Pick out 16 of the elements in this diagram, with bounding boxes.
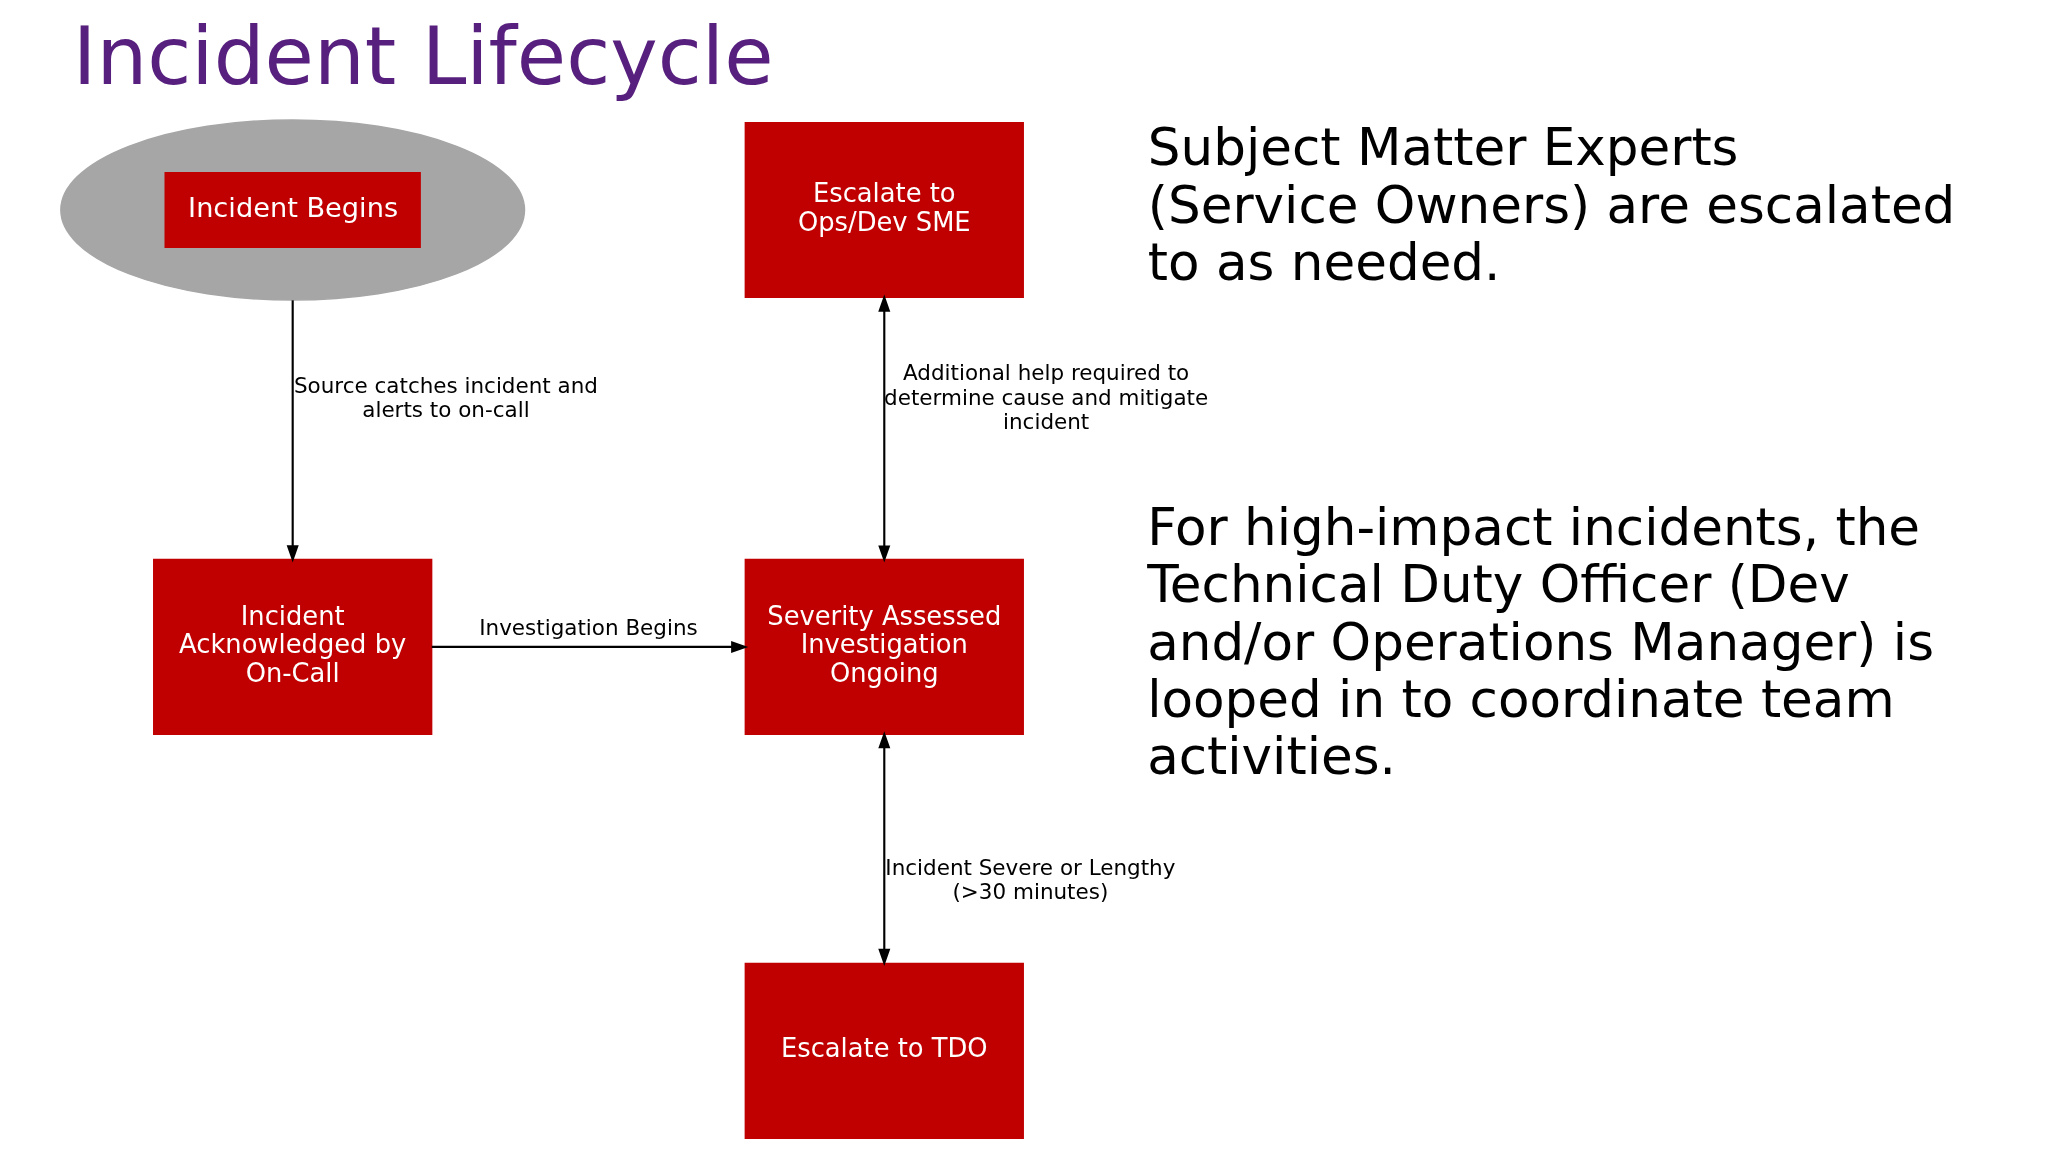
edge-label: Additional help required to determine cause and mitigate incident — [884, 360, 1209, 435]
edge-label: Incident Severe or Lengthy (>30 minutes) — [885, 854, 1176, 905]
label: For high-impact incidents, the Technical Duty Officer (Dev and/or Operations Manager) is looped in to coordinate team activities. — [1147, 496, 1934, 787]
node-box: Severity Assessed Investigation Ongoing — [744, 558, 1024, 735]
diagram-title: Incident Lifecycle — [72, 9, 774, 103]
arrow — [878, 294, 891, 563]
node-box: Escalate to TDO — [744, 962, 1024, 1139]
label: Subject Matter Experts (Service Owners) are escalated to as needed. — [1147, 117, 1956, 292]
node-box: Incident Acknowledged by On-Call — [153, 558, 433, 735]
node-ellipse: Incident Begins — [60, 119, 526, 301]
arrow — [431, 640, 749, 653]
arrow — [878, 731, 891, 967]
arrow — [286, 300, 299, 563]
edge-label: Source catches incident and alerts to on-call — [293, 372, 598, 422]
node-box: Escalate to Ops/Dev SME — [744, 121, 1024, 299]
edge-label: Investigation Begins — [479, 615, 698, 641]
